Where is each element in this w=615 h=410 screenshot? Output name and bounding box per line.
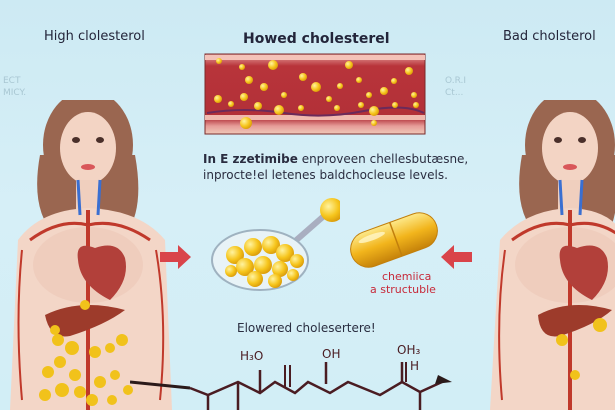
formula-label-oh3: OH₃ [397,343,420,357]
cholesterol-particle [74,386,86,398]
chem-label-line-1: chemiica [382,270,432,283]
woman-left-figure-icon [10,100,172,410]
cholesterol-particle [69,369,81,381]
cholesterol-particle [50,325,60,335]
cholesterol-particle [281,92,287,98]
cholesterol-particle [299,73,307,81]
formula-label-h3o: H₃O [240,349,263,363]
cholesterol-particle [244,238,262,256]
cholesterol-particle [55,383,69,397]
cholesterol-particle [86,394,98,406]
faded-left-line: ECT [3,76,21,86]
cholesterol-particle [268,60,278,70]
description-line-1: In E zzetimibe enproveen chellesbutæsne, [203,151,468,167]
cholesterol-particle [123,385,133,395]
description-line-1-rest: enproveen chellesbutæsne, [297,152,469,166]
cholesterol-particle [214,95,222,103]
drug-name: In E zzetimibe [203,152,298,166]
faded-right-text: O.R.I Ct... [445,75,466,99]
cholesterol-particle [39,389,51,401]
cholesterol-particle [260,83,268,91]
cholesterol-particle [80,300,90,310]
faded-right-line: O.R.I [445,76,467,86]
cholesterol-particle [311,82,321,92]
cholesterol-particle [371,120,377,126]
chem-label-line-2: a structuble [370,283,436,296]
cholesterol-particle [392,102,398,108]
cholesterol-particle [326,96,332,102]
cholesterol-particle [240,117,252,129]
cholesterol-particle [54,356,66,368]
cholesterol-particle [413,102,419,108]
cholesterol-particle [245,76,253,84]
artery-cross-section-icon [204,53,426,135]
cholesterol-particle [356,77,362,83]
cholesterol-particle [254,102,262,110]
cholesterol-particle [380,87,388,95]
cholesterol-particle [274,105,284,115]
cholesterol-particle [345,61,353,69]
cholesterol-particle [272,261,288,277]
woman-right-figure-icon [490,100,615,410]
faded-right-line: Ct... [445,88,464,98]
cholesterol-particle [216,58,222,64]
cholesterol-particle [236,258,254,276]
cholesterol-particle [391,78,397,84]
cholesterol-particle [52,334,64,346]
cholesterol-particle [334,105,340,111]
molecular-formula-icon: H₃O OH OH₃ H [130,343,452,410]
cholesterol-particle [337,83,343,89]
cholesterol-particle [116,334,128,346]
cholesterol-particle [276,244,294,262]
cholesterol-particle [262,236,280,254]
description-text: In E zzetimibe enproveen chellesbutæsne,… [203,151,468,183]
cholesterol-particle [268,274,282,288]
arrow-right-icon [160,245,191,269]
cholesterol-particle [366,92,372,98]
center-title: Howed cholesterel [243,31,390,47]
description-line-2: inproctе!el letenes baldchocleuse levels… [203,168,448,182]
cholesterol-particle [225,265,237,277]
right-title: Bad cholsterol [503,29,596,44]
cholesterol-particle [228,101,234,107]
chemical-structure-label: chemiica a structuble [370,270,436,296]
capsule-icon [350,212,438,268]
cholesterol-particle [239,64,245,70]
cholesterol-particle [65,341,79,355]
cholesterol-particle [358,102,364,108]
cholesterol-particle [290,254,304,268]
cholesterol-particle [287,269,299,281]
petri-dish-icon [211,198,340,291]
faded-left-line: MICY. [3,88,27,98]
cholesterol-particle [240,93,248,101]
arrow-left-icon [441,245,472,269]
faded-left-text: ECT MICY. [3,75,26,99]
cholesterol-particle [226,246,244,264]
cholesterol-particle [110,370,120,380]
cholesterol-particle [247,271,263,287]
formula-label-oh: OH [322,347,340,361]
cholesterol-particle [369,106,379,116]
cholesterol-particle [42,366,54,378]
cholesterol-particle [94,376,106,388]
formula-label-h: H [410,359,419,373]
cholesterol-particle [105,343,115,353]
left-title: High clolesterol [44,29,145,44]
cholesterol-particle [298,105,304,111]
cholesterol-particle [107,395,117,405]
lowered-cholesterol-label: Elowered cholesertere! [237,321,376,335]
cholesterol-particle [254,256,272,274]
cholesterol-particle [411,92,417,98]
cholesterol-particle [89,346,101,358]
cholesterol-particle [405,67,413,75]
